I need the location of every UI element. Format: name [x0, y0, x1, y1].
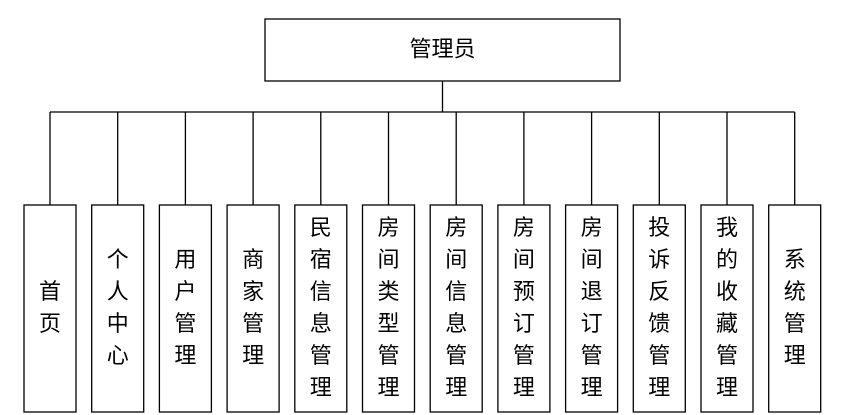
child-nodes: 首页 个人中心 用户管理 商家管理 民宿信息管理 房间类型管理 房间信息管理 房间预订管理 房间… [23, 204, 822, 413]
child-label: 房间预订管理 [513, 216, 535, 401]
child-label: 房间信息管理 [445, 216, 467, 401]
child-node: 个人中心 [91, 204, 145, 413]
child-node: 商家管理 [226, 204, 280, 413]
child-label: 个人中心 [107, 248, 129, 369]
root-label: 管理员 [409, 38, 475, 63]
child-node: 我的收藏管理 [700, 204, 754, 413]
child-node: 房间类型管理 [361, 204, 416, 413]
root-node: 管理员 [264, 18, 621, 82]
child-node: 首页 [23, 204, 77, 413]
child-node: 系统管理 [768, 204, 822, 413]
child-node: 用户管理 [158, 204, 213, 413]
connectors [49, 81, 796, 205]
child-node: 民宿信息管理 [294, 204, 348, 413]
child-node: 房间预订管理 [497, 204, 551, 413]
child-label: 系统管理 [784, 248, 806, 369]
child-label: 房间类型管理 [377, 216, 399, 401]
child-node: 房间信息管理 [429, 204, 483, 413]
child-label: 首页 [39, 280, 61, 337]
child-label: 民宿信息管理 [310, 216, 332, 401]
child-label: 用户管理 [174, 248, 196, 369]
child-node: 房间退订管理 [564, 204, 619, 413]
child-label: 房间退订管理 [581, 216, 603, 401]
child-label: 投诉反馈管理 [648, 216, 670, 401]
child-node: 投诉反馈管理 [632, 204, 686, 413]
child-label: 商家管理 [242, 248, 264, 369]
child-label: 我的收藏管理 [716, 216, 738, 401]
